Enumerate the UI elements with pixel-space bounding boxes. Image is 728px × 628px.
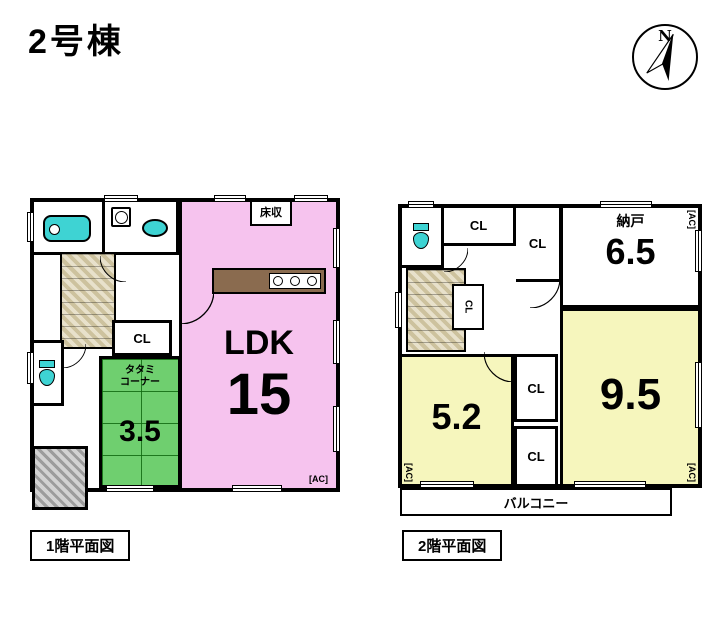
compass-north-label: N [658,27,672,45]
floor1-caption: 1階平面図 [30,530,131,561]
door-arc [100,256,126,282]
ldk-area: 15 [226,362,292,427]
toilet-icon [39,360,55,387]
room-ldk: 床収 LDK 15 [AC] [179,202,336,488]
stove-icon [269,273,321,289]
nando-label: 納戸 [616,213,645,229]
bathroom [34,202,105,255]
room-5-2-area: 5.2 [431,396,482,437]
compass-needle-icon [646,33,674,82]
closet-label: CL [527,449,545,464]
door-arc [180,290,214,324]
kitchen-counter [212,268,326,294]
window [408,201,434,208]
window [695,230,702,272]
closet-label: CL [528,236,547,251]
room-tatami-corner: タタミ コーナー 3.5 [99,356,181,488]
toilet-icon [413,223,429,250]
door-arc [484,352,514,382]
ldk-label: LDK [224,324,294,362]
closet-1f: CL [112,320,172,356]
room-9-5-area: 9.5 [599,370,662,419]
tatami-label-line2: コーナー [120,377,160,388]
window [27,352,34,384]
door-arc [530,278,560,308]
closet-label: CL [133,330,151,346]
closet-2f-mid-upper: CL [514,354,558,422]
washroom [105,202,179,255]
staircase [60,252,116,349]
ac-label-nando: [AC] [687,210,697,229]
window [106,485,154,492]
washer-icon [111,207,131,227]
tatami-label-line1: タタミ [125,365,155,376]
balcony: バルコニー [400,488,672,516]
window [695,362,702,428]
ac-label-1f: [AC] [309,474,328,484]
toilet-room-2f [402,208,444,268]
window [104,195,138,202]
door-arc [444,248,468,272]
window [214,195,246,202]
bathtub-icon [43,215,91,242]
closet-label: CL [462,300,474,314]
window [395,292,402,328]
page-title: 2号棟 [28,23,124,61]
window [333,406,340,452]
room-nando: 納戸 6.5 [AC] [560,208,698,308]
sink-icon [142,219,168,237]
ac-label-room-b: [AC] [687,463,697,482]
room-9-5: 9.5 [AC] [560,308,698,484]
entrance-porch [32,446,88,510]
window [420,481,474,488]
tatami-area: 3.5 [119,415,161,448]
nando-area: 6.5 [605,231,656,272]
window [232,485,282,492]
window [574,481,646,488]
closet-2f-top: CL [444,208,516,246]
closet-2f-mid-lower: CL [514,426,558,484]
closet-2f-hall: CL [516,208,562,282]
window [333,228,340,268]
window [333,320,340,364]
floor2-caption: 2階平面図 [402,530,503,561]
compass: N [632,24,698,90]
ac-label-room-a: [AC] [404,463,414,482]
floor1-plan: CL タタミ コーナー 3.5 床収 LDK 15 [AC] [30,198,340,492]
floor-storage: 床収 [250,202,292,226]
closet-label: CL [469,218,488,233]
window [600,201,652,208]
window [294,195,328,202]
floor2-plan: CL CL 納戸 6.5 [AC] CL 5.2 [AC] CL CL 9.5 … [398,204,702,488]
closet-2f-stairs: CL [452,284,484,330]
door-arc [62,344,86,368]
window [27,212,34,242]
closet-label: CL [527,380,545,396]
toilet-room [34,340,64,406]
